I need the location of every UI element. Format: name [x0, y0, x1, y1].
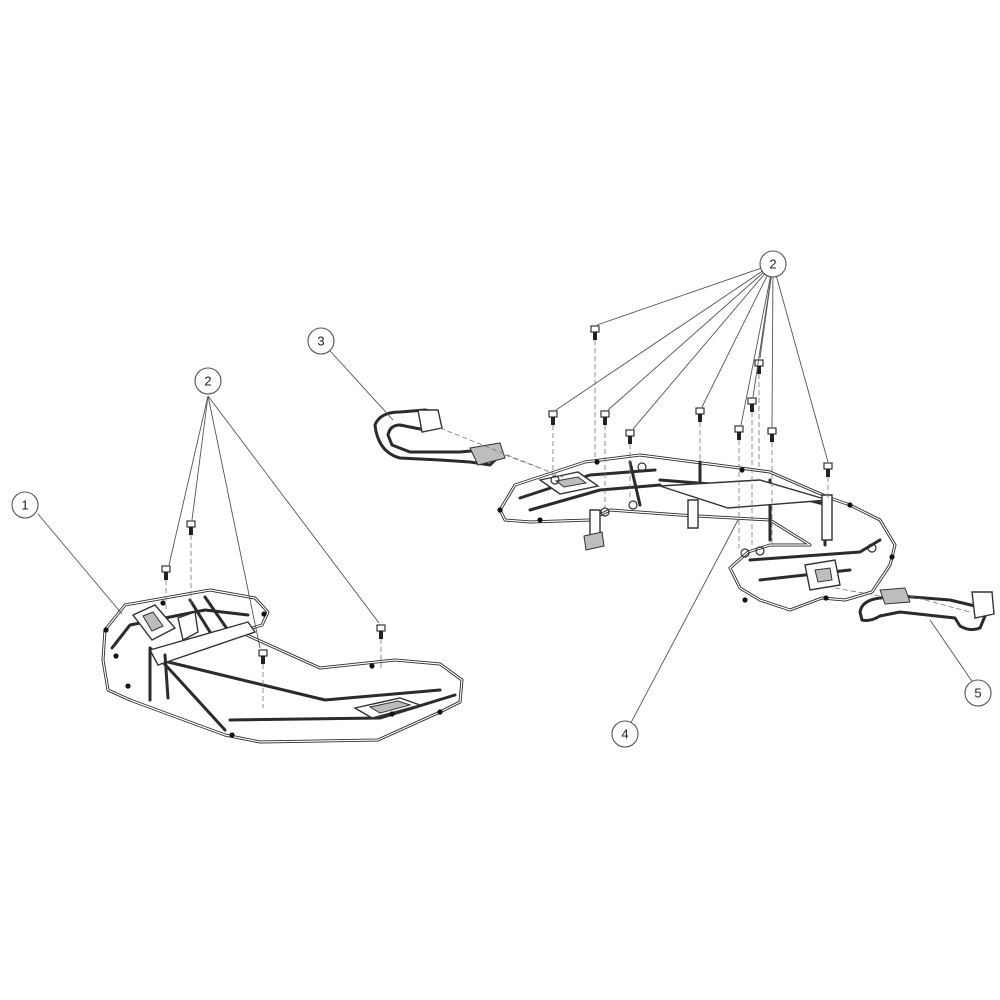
bolt — [734, 425, 744, 440]
rear-rack — [497, 453, 897, 612]
svg-text:4: 4 — [621, 727, 628, 742]
bolt — [625, 429, 635, 444]
bolt — [747, 397, 757, 412]
callout-2-front: 2 — [194, 367, 222, 395]
callout-5: 5 — [964, 679, 992, 707]
callout-3: 3 — [307, 327, 335, 355]
grab-handle-left — [373, 408, 506, 467]
svg-text:2: 2 — [204, 374, 211, 389]
svg-text:1: 1 — [21, 498, 28, 513]
bolt — [376, 624, 386, 639]
bolt — [590, 325, 600, 340]
bolt — [258, 649, 268, 664]
bolt — [600, 410, 610, 425]
callout-2-rear: 2 — [759, 250, 787, 278]
bolt — [186, 520, 196, 535]
bolt — [161, 565, 171, 580]
svg-text:3: 3 — [317, 334, 324, 349]
front-rack — [101, 588, 464, 744]
svg-text:5: 5 — [974, 686, 981, 701]
callout-1: 1 — [11, 491, 39, 519]
grab-handle-right — [858, 587, 995, 632]
bolt — [767, 427, 777, 442]
bolt — [548, 410, 558, 425]
bolt — [754, 359, 764, 374]
bolt — [823, 462, 833, 477]
svg-text:2: 2 — [769, 257, 776, 272]
callout-4: 4 — [611, 720, 639, 748]
bolt — [695, 407, 705, 422]
